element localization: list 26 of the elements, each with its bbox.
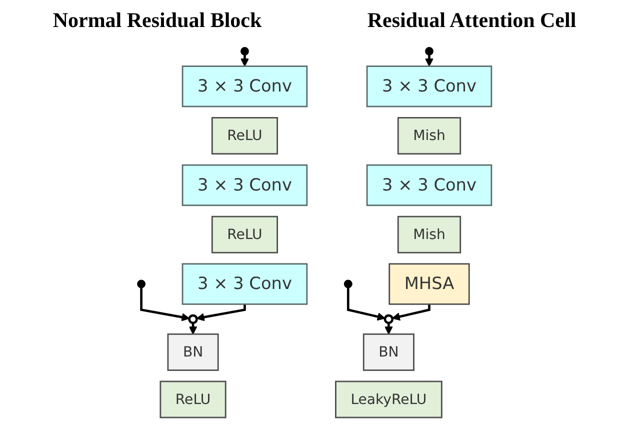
arrow	[240, 55, 249, 67]
arrow	[392, 304, 430, 321]
arrow	[384, 322, 393, 334]
activation-layer-box: Mish	[397, 117, 462, 155]
arrow	[140, 288, 190, 322]
conv-layer-box: 3 × 3 Conv	[182, 164, 308, 206]
panel-title: Residual Attention Cell	[367, 8, 576, 32]
conv-layer-box: 3 × 3 Conv	[366, 164, 492, 206]
activation-layer-box: ReLU	[211, 117, 278, 155]
norm-layer-box: BN	[362, 333, 414, 371]
norm-layer-box: BN	[167, 333, 219, 371]
conv-layer-box: 3 × 3 Conv	[366, 66, 492, 108]
arrow	[346, 288, 386, 321]
sum-circle	[384, 314, 394, 324]
attention-layer-box: MHSA	[388, 263, 470, 305]
activation-layer-box: ReLU	[160, 380, 226, 418]
panel-title: Normal Residual Block	[52, 8, 262, 32]
arrow	[425, 55, 434, 67]
conv-layer-box: 3 × 3 Conv	[182, 66, 308, 108]
activation-layer-box: LeakyReLU	[335, 380, 442, 418]
arrow	[196, 304, 246, 322]
activation-layer-box: ReLU	[211, 216, 278, 254]
activation-layer-box: Mish	[397, 216, 462, 254]
conv-layer-box: 3 × 3 Conv	[182, 263, 308, 305]
arrow	[188, 322, 198, 334]
sum-circle	[188, 314, 198, 324]
